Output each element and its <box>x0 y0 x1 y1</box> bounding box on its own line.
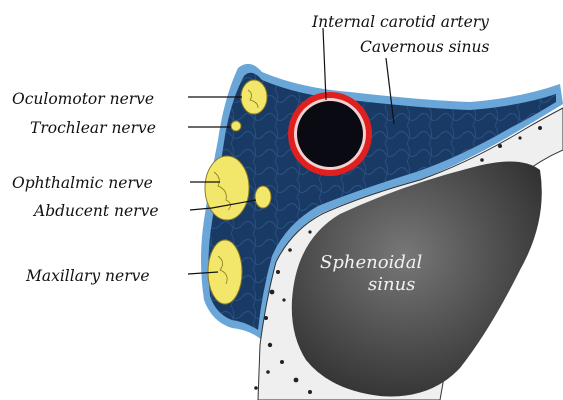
label-trochlear-nerve: Trochlear nerve <box>30 119 156 137</box>
label-internal-carotid-artery: Internal carotid artery <box>311 13 489 31</box>
label-ophthalmic-nerve: Ophthalmic nerve <box>12 174 153 192</box>
label-sphenoidal-sinus: Sphenoidal <box>320 252 423 273</box>
abducent-nerve <box>255 186 271 208</box>
label-abducent-nerve: Abducent nerve <box>32 202 159 220</box>
label-maxillary-nerve: Maxillary nerve <box>25 267 150 285</box>
label-sinus: sinus <box>368 274 415 295</box>
label-cavernous-sinus: Cavernous sinus <box>360 38 489 56</box>
ophthalmic-nerve <box>205 156 249 220</box>
label-oculomotor-nerve: Oculomotor nerve <box>12 90 154 108</box>
internal-carotid-artery <box>288 92 372 176</box>
oculomotor-nerve <box>241 80 267 114</box>
trochlear-nerve <box>231 121 241 131</box>
